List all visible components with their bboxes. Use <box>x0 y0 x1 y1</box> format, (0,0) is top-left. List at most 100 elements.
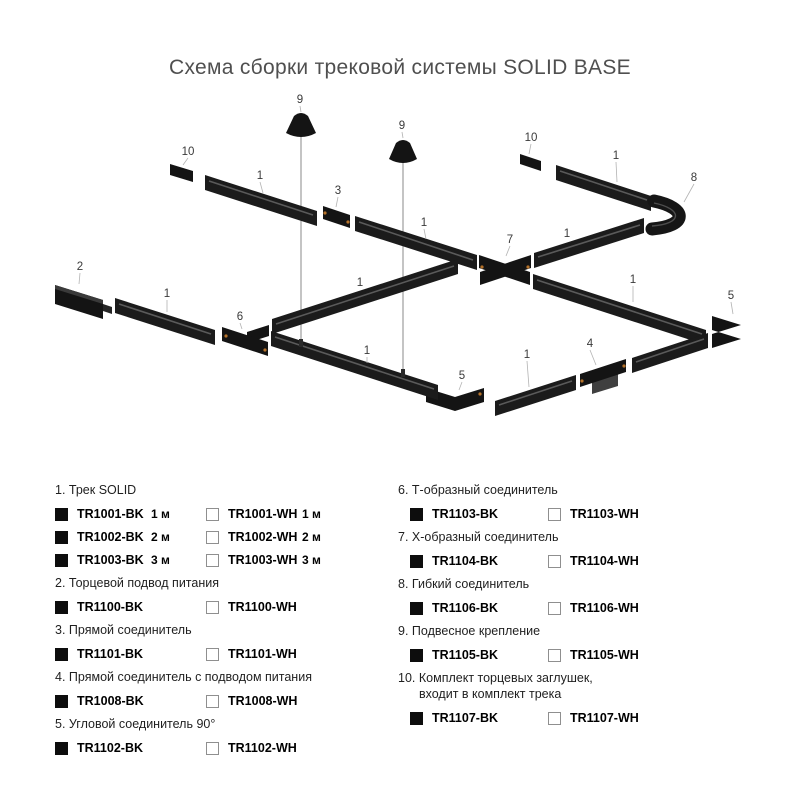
track-segment <box>271 331 438 400</box>
product-code-bk: TR1002-BK <box>77 530 144 544</box>
track-groove <box>498 380 573 406</box>
legend-item-title: 6. Т-образный соединитель <box>398 483 558 497</box>
legend-item-x-connector: 7. Х-образный соединитель TR1104-BK TR11… <box>398 529 760 570</box>
black-swatch <box>55 694 68 708</box>
legend-item-title: 1. Трек SOLID <box>55 483 137 497</box>
contact-dot <box>480 265 484 269</box>
legend-item-pendant-mount: 9. Подвесное крепление TR1105-BK TR1105-… <box>398 623 760 664</box>
end-power-feed-plug <box>103 304 112 314</box>
callout-endcap: 10 <box>182 146 195 158</box>
product-row: TR1104-BK TR1104-WH <box>398 552 760 570</box>
white-swatch <box>548 601 561 615</box>
product-code-wh: TR1003-WH <box>228 553 298 567</box>
white-swatch <box>206 741 219 755</box>
product-code-wh: TR1103-WH <box>570 507 639 521</box>
callout-track: 1 <box>421 217 427 229</box>
product-code-bk: TR1106-BK <box>432 601 498 615</box>
contact-dot <box>224 334 228 338</box>
end-power-feed-top <box>55 285 103 304</box>
product-code-bk: TR1100-BK <box>77 600 143 614</box>
legend-item-title: 2. Торцевой подвод питания <box>55 576 219 590</box>
track-segment <box>534 218 644 268</box>
black-swatch <box>55 553 68 567</box>
white-swatch <box>206 600 219 614</box>
corner-connector <box>712 316 741 348</box>
product-code-wh: TR1008-WH <box>228 694 298 708</box>
callout-track: 1 <box>257 170 263 182</box>
flex-connector <box>645 194 686 236</box>
black-swatch <box>55 647 68 661</box>
legend-item-title: 10. Комплект торцевых заглушек, входит в… <box>398 671 593 701</box>
pendant-clip <box>299 339 303 347</box>
product-code-bk: TR1001-BK <box>77 507 144 521</box>
product-row: TR1101-BK TR1101-WH <box>55 645 390 663</box>
track-groove <box>274 336 435 390</box>
track-groove <box>635 338 705 363</box>
white-swatch <box>548 507 561 521</box>
parts-legend: 1. Трек SOLID TR1001-BK 1 м TR1001-WH 1 … <box>0 482 800 800</box>
track-groove <box>559 170 648 201</box>
legend-item-title: 8. Гибкий соединитель <box>398 577 530 591</box>
product-code-wh: TR1104-WH <box>570 554 639 568</box>
black-swatch <box>410 648 423 662</box>
callout-track: 1 <box>164 288 170 300</box>
callout-track: 1 <box>357 277 363 289</box>
track-groove <box>275 265 455 325</box>
product-row: TR1003-BK 3 м TR1003-WH 3 м <box>55 551 390 569</box>
black-swatch <box>410 601 423 615</box>
black-swatch <box>410 507 423 521</box>
callout-track: 1 <box>364 345 370 357</box>
track-groove <box>208 180 314 216</box>
black-swatch <box>55 741 68 755</box>
black-swatch <box>410 711 423 725</box>
contact-dot <box>622 364 626 368</box>
white-swatch <box>206 553 219 567</box>
legend-item-title: 9. Подвесное крепление <box>398 624 541 638</box>
legend-item-title: 5. Угловой соединитель 90° <box>55 717 216 731</box>
white-swatch <box>548 554 561 568</box>
callout-t-connector: 6 <box>237 311 243 323</box>
product-code-wh: TR1101-WH <box>228 647 297 661</box>
legend-item-corner-connector: 5. Угловой соединитель 90° TR1102-BK TR1… <box>55 716 390 757</box>
product-code-bk: TR1003-BK <box>77 553 144 567</box>
end-power-feed <box>55 285 103 319</box>
corner-connector <box>426 388 484 411</box>
callout-straight-connector: 3 <box>335 185 341 197</box>
product-size: 3 м <box>151 553 170 567</box>
product-size: 1 м <box>151 507 170 521</box>
legend-item-flex-connector: 8. Гибкий соединитель TR1106-BK TR1106-W… <box>398 576 760 617</box>
end-cap <box>170 164 193 182</box>
callout-x-connector: 7 <box>507 234 513 246</box>
contact-dot <box>346 220 350 224</box>
contact-dot <box>323 211 327 215</box>
black-swatch <box>55 600 68 614</box>
product-row: TR1100-BK TR1100-WH <box>55 598 390 616</box>
product-code-wh: TR1102-WH <box>228 741 297 755</box>
legend-item-t-connector: 6. Т-образный соединитель TR1103-BK TR11… <box>398 482 760 523</box>
product-code-wh: TR1002-WH <box>228 530 298 544</box>
product-size: 2 м <box>151 530 170 544</box>
white-swatch <box>206 647 219 661</box>
pendant-clip <box>401 369 405 377</box>
track-groove <box>536 279 703 335</box>
product-code-wh: TR1001-WH <box>228 507 298 521</box>
contact-dot <box>526 265 530 269</box>
black-swatch <box>55 530 68 544</box>
white-swatch <box>206 530 219 544</box>
white-swatch <box>206 507 219 521</box>
callout-corner-connector: 5 <box>728 290 734 302</box>
feed-connector <box>580 359 626 387</box>
white-swatch <box>206 694 219 708</box>
product-code-bk: TR1105-BK <box>432 648 498 662</box>
legend-item-end-caps: 10. Комплект торцевых заглушек, входит в… <box>398 670 760 727</box>
callout-pendant: 9 <box>297 94 303 106</box>
flex-connector-highlight <box>651 202 677 227</box>
product-size: 3 м <box>302 553 321 567</box>
product-code-bk: TR1101-BK <box>77 647 143 661</box>
legend-item-title: 4. Прямой соединитель с подводом питания <box>55 670 312 684</box>
track-segment <box>556 165 651 211</box>
callout-pendant: 9 <box>399 120 405 132</box>
callout-track: 1 <box>564 228 570 240</box>
white-swatch <box>548 711 561 725</box>
